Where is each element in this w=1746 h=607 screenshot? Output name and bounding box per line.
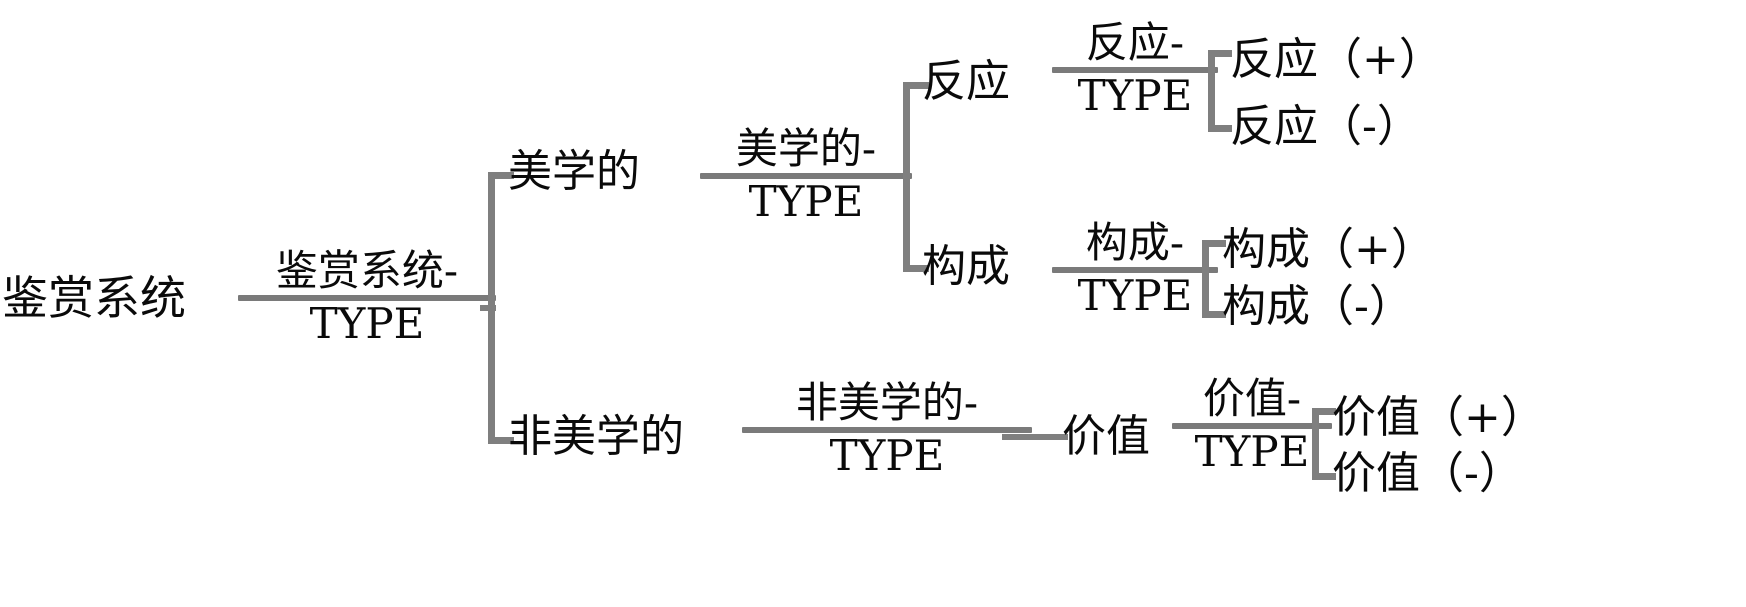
edge-label-root: 鉴赏系统- TYPE — [238, 250, 496, 345]
leaf-value-negative: 价值（-） — [1332, 448, 1523, 499]
edge-label-root-denominator: TYPE — [309, 299, 425, 348]
edge-label-non-aesthetic-numerator: 非美学的- — [795, 378, 979, 427]
edge-label-composition-denominator: TYPE — [1077, 271, 1193, 320]
edge-label-value-numerator: 价值- — [1202, 374, 1302, 423]
leaf-composition-negative: 构成（-） — [1222, 281, 1413, 332]
edge-label-root-numerator: 鉴赏系统- — [275, 246, 459, 295]
edge-label-composition: 构成- TYPE — [1052, 222, 1218, 317]
leaf-composition-positive: 构成（+） — [1222, 224, 1435, 275]
node-value: 价值 — [1062, 411, 1150, 462]
edge-label-non-aesthetic-rule — [742, 427, 1032, 433]
connector-bracket-aesthetic — [903, 82, 929, 272]
edge-label-reaction-rule — [1052, 67, 1218, 73]
leaf-reaction-positive: 反应（+） — [1230, 34, 1443, 85]
edge-label-non-aesthetic-denominator: TYPE — [829, 431, 945, 480]
edge-label-value: 价值- TYPE — [1172, 378, 1332, 473]
node-reaction: 反应 — [922, 56, 1010, 107]
edge-label-reaction: 反应- TYPE — [1052, 22, 1218, 117]
edge-label-non-aesthetic: 非美学的- TYPE — [742, 382, 1032, 477]
node-aesthetic: 美学的 — [508, 146, 640, 197]
edge-label-composition-rule — [1052, 267, 1218, 273]
connector-bracket-reaction — [1208, 50, 1232, 132]
edge-label-composition-numerator: 构成- — [1085, 218, 1185, 267]
connector-non-aesthetic-stub — [1002, 434, 1068, 440]
edge-label-value-rule — [1172, 423, 1332, 429]
edge-label-root-rule — [238, 295, 496, 301]
connector-bracket-value — [1312, 408, 1336, 480]
connector-bracket-composition — [1202, 240, 1226, 318]
leaf-reaction-negative: 反应（-） — [1230, 101, 1421, 152]
edge-label-reaction-denominator: TYPE — [1077, 71, 1193, 120]
edge-label-aesthetic: 美学的- TYPE — [700, 128, 912, 223]
node-root: 鉴赏系统 — [2, 271, 186, 325]
edge-label-aesthetic-numerator: 美学的- — [735, 124, 877, 173]
edge-label-aesthetic-rule — [700, 173, 912, 179]
leaf-value-positive: 价值（+） — [1332, 392, 1545, 443]
connector-bracket-root — [488, 172, 514, 444]
edge-label-aesthetic-denominator: TYPE — [748, 177, 864, 226]
edge-label-value-denominator: TYPE — [1194, 427, 1310, 476]
node-non-aesthetic: 非美学的 — [508, 411, 684, 462]
node-composition: 构成 — [922, 241, 1010, 292]
edge-label-reaction-numerator: 反应- — [1085, 18, 1185, 67]
